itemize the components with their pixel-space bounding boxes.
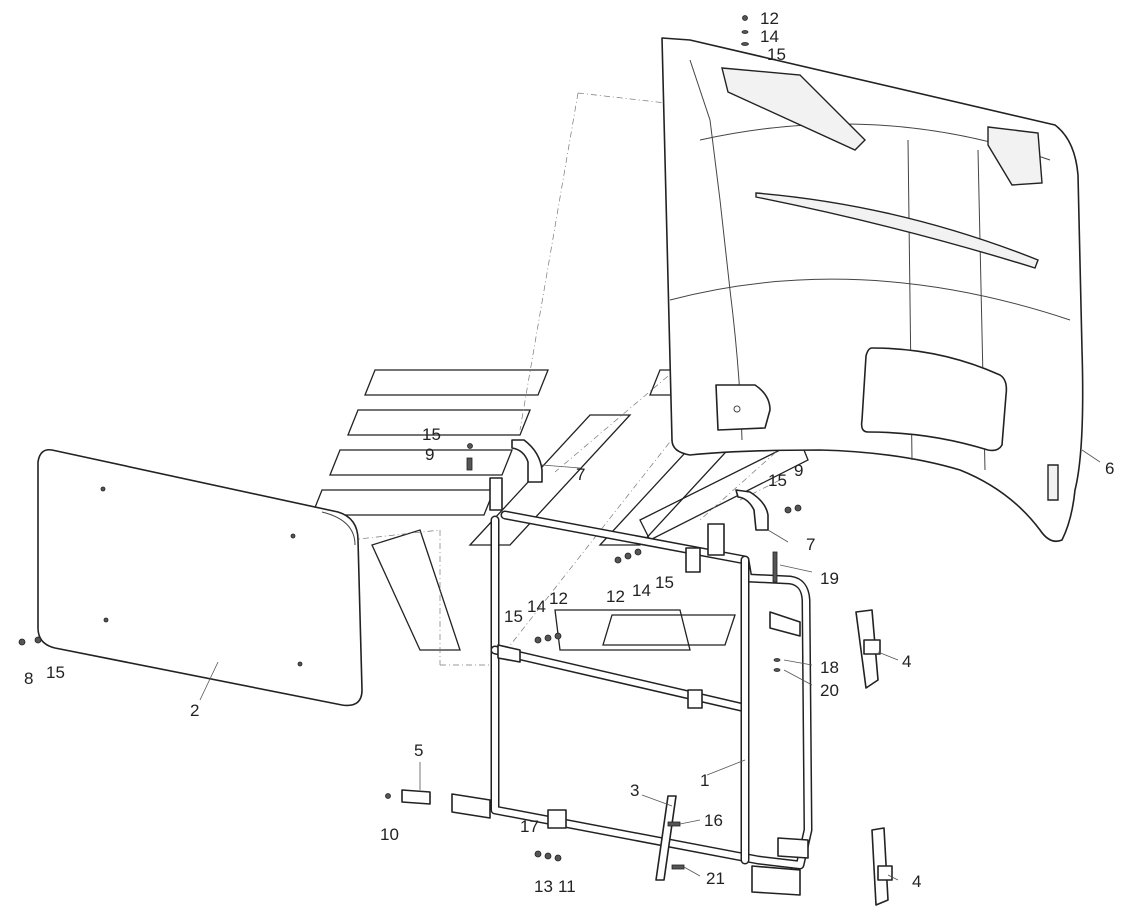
fasteners (18, 15, 802, 870)
label-18: 18 (820, 658, 839, 677)
label-4-upper: 4 (902, 652, 911, 671)
label-15-mid: 15 (655, 573, 674, 592)
callout-labels: 12 14 15 6 15 9 7 15 9 7 19 12 14 15 15 … (24, 9, 1114, 896)
label-14-top: 14 (760, 27, 779, 46)
part-3-rod (655, 795, 677, 881)
part-7-brackets (511, 439, 769, 556)
label-6: 6 (1105, 459, 1114, 478)
label-15-panel: 15 (46, 663, 65, 682)
label-7-right: 7 (806, 535, 815, 554)
label-5: 5 (414, 741, 423, 760)
label-15-top: 15 (767, 45, 786, 64)
label-13: 13 (534, 877, 553, 896)
label-12-top: 12 (760, 9, 779, 28)
label-2: 2 (190, 701, 199, 720)
part-1-frame (489, 477, 813, 896)
part-6-roof-panel (661, 37, 1084, 543)
label-14-mid: 14 (632, 581, 651, 600)
label-9-right: 9 (794, 461, 803, 480)
label-1: 1 (700, 771, 709, 790)
label-4-lower: 4 (912, 872, 921, 891)
label-9-left: 9 (425, 445, 434, 464)
label-12-left-mid: 12 (549, 589, 568, 608)
label-20: 20 (820, 681, 839, 700)
label-8: 8 (24, 669, 33, 688)
label-11: 11 (558, 877, 576, 896)
label-15-left-mid: 15 (504, 607, 523, 626)
label-16: 16 (704, 811, 723, 830)
label-15-right-bracket: 15 (768, 471, 787, 490)
leader-lines (199, 449, 1101, 881)
label-7-left: 7 (576, 465, 585, 484)
part-2-panel (37, 448, 363, 707)
label-15-left-bracket: 15 (422, 425, 441, 444)
label-19: 19 (820, 569, 839, 588)
label-14-left-mid: 14 (527, 597, 546, 616)
label-10: 10 (380, 825, 399, 844)
label-12-mid: 12 (606, 587, 625, 606)
label-3: 3 (630, 781, 639, 800)
part-4-hinges (855, 609, 893, 906)
label-21: 21 (706, 869, 725, 888)
label-17: 17 (520, 817, 539, 836)
part-5-latch (401, 789, 567, 829)
